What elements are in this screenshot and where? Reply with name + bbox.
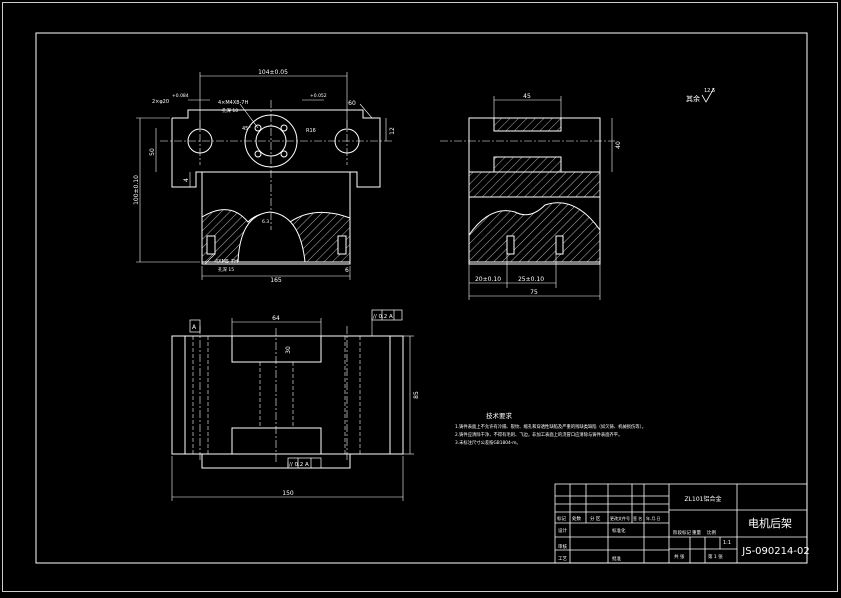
surface-note-label: 其余 [686,94,700,103]
title-block-text: ZL101铝合金 电机后架 JS-090214-02 比例 1:1 阶段标记 重… [557,495,810,562]
parallelism-frame-bottom: // 0.2 A [287,457,322,469]
front-dim-lower-left: 4 [183,178,190,182]
top-dim-center: 30 [285,346,292,354]
tech-req-item: 1.铸件表面上不允许有冷隔、裂纹、缩孔和穿透性缺陷及严重的残缺类缺陷（如欠铸、机… [455,423,646,430]
row-process-label: 工艺 [558,556,567,562]
top-view-dims [171,318,414,501]
header-label: 更改文件号 [610,515,630,521]
front-dim-overall-width: 165 [270,277,282,284]
datum-a-label: A [192,324,197,331]
tech-req-item: 3.未标注尺寸公差按GB1804-m。 [455,439,521,446]
side-view-dims [468,96,613,300]
top-view-labels: 64 30 85 150 [272,315,420,497]
top-dim-overall: 150 [282,490,294,497]
front-view-labels: 104±0.05 165 100±0.10 50 12 60 6 4 2×φ20… [133,69,396,284]
side-view [468,117,601,265]
top-view-hidden [192,336,361,454]
front-hole-callout-left: 2×φ20 [152,99,169,105]
top-dim-inner: 64 [272,315,280,322]
inner-border [35,32,808,564]
header-label: 分 区 [590,515,601,522]
tech-req-item: 2.铸件应清除干净，不得有毛刺、飞边，非加工表面上的浇冒口应清除与铸件表面齐平。 [455,431,622,438]
drawing-number-label: JS-090214-02 [741,546,809,557]
front-view-dims [136,72,387,280]
top-view-centerlines [199,326,348,462]
parallelism-top-label: // 0.2 A [373,314,393,320]
scale-label: 比例 [707,529,716,536]
scale-value: 1:1 [723,540,731,546]
front-dim-hole-spacing: 50 [149,148,156,156]
header-label: 年.月.日 [646,515,661,521]
front-dim-slot-width: 60 [348,100,356,107]
part-name-label: 电机后架 [748,516,792,530]
surface-roughness-note: 其余 12.5 [686,87,715,103]
front-view-centerlines [160,100,392,230]
side-view-labels: 45 40 20±0.10 25±0.10 75 [475,93,622,296]
front-dim-small-offset: 6 [345,267,349,274]
row-approve-label: 批准 [612,555,621,562]
parallelism-frame-top: // 0.2 A [371,309,403,321]
weight-label: 重量 [692,529,701,536]
front-view [171,109,381,265]
header-label: 签 名 [633,515,642,521]
sheet-no-label: 第 1 张 [708,553,723,560]
front-tol-left: +0.084 [172,93,189,99]
front-bottom-depth: 孔深 15 [218,266,234,273]
tech-requirements: 技术要求 1.铸件表面上不允许有冷隔、裂纹、缩孔和穿透性缺陷及严重的残缺类缺陷（… [455,411,646,446]
sheets-label: 共 张 [674,553,685,560]
tech-req-title: 技术要求 [486,411,513,420]
top-view [171,335,404,469]
side-dim-left: 20±0.10 [475,276,501,283]
header-label: 标记 [557,515,566,522]
side-dim-height: 40 [615,141,622,149]
front-dim-left-height: 100±0.10 [133,175,140,205]
datum-a-symbol: A [189,319,201,333]
front-roughness-mark: 6.3 [262,219,269,225]
side-dim-top: 45 [523,93,531,100]
material-label: ZL101铝合金 [685,495,722,503]
title-block [554,483,808,564]
row-design-label: 设计 [558,527,567,534]
header-label: 处数 [572,515,581,522]
standardize-label: 标准化 [612,527,626,534]
side-dim-mid: 25±0.10 [518,276,544,283]
stage-label: 阶段标记 [673,529,691,536]
front-bottom-thread: 4XM5-7H [215,259,238,265]
top-dim-height: 85 [413,391,420,399]
front-tol-right: +0.052 [310,93,327,99]
front-dim-right-offset: 12 [389,127,396,135]
front-circle-diameter: R16 [306,128,316,134]
roughness-symbol-icon [701,87,715,103]
surface-note-value: 12.5 [704,88,715,94]
front-thread-callout: 4×M4X8-7H [218,100,248,106]
front-angle-label: 45° [242,126,251,132]
front-dim-top-width: 104±0.05 [258,69,288,76]
row-check-label: 审核 [558,543,567,550]
parallelism-bottom-label: // 0.2 A [289,462,309,468]
front-thread-depth: 孔深 10 [222,107,238,114]
side-dim-overall: 75 [530,289,538,296]
